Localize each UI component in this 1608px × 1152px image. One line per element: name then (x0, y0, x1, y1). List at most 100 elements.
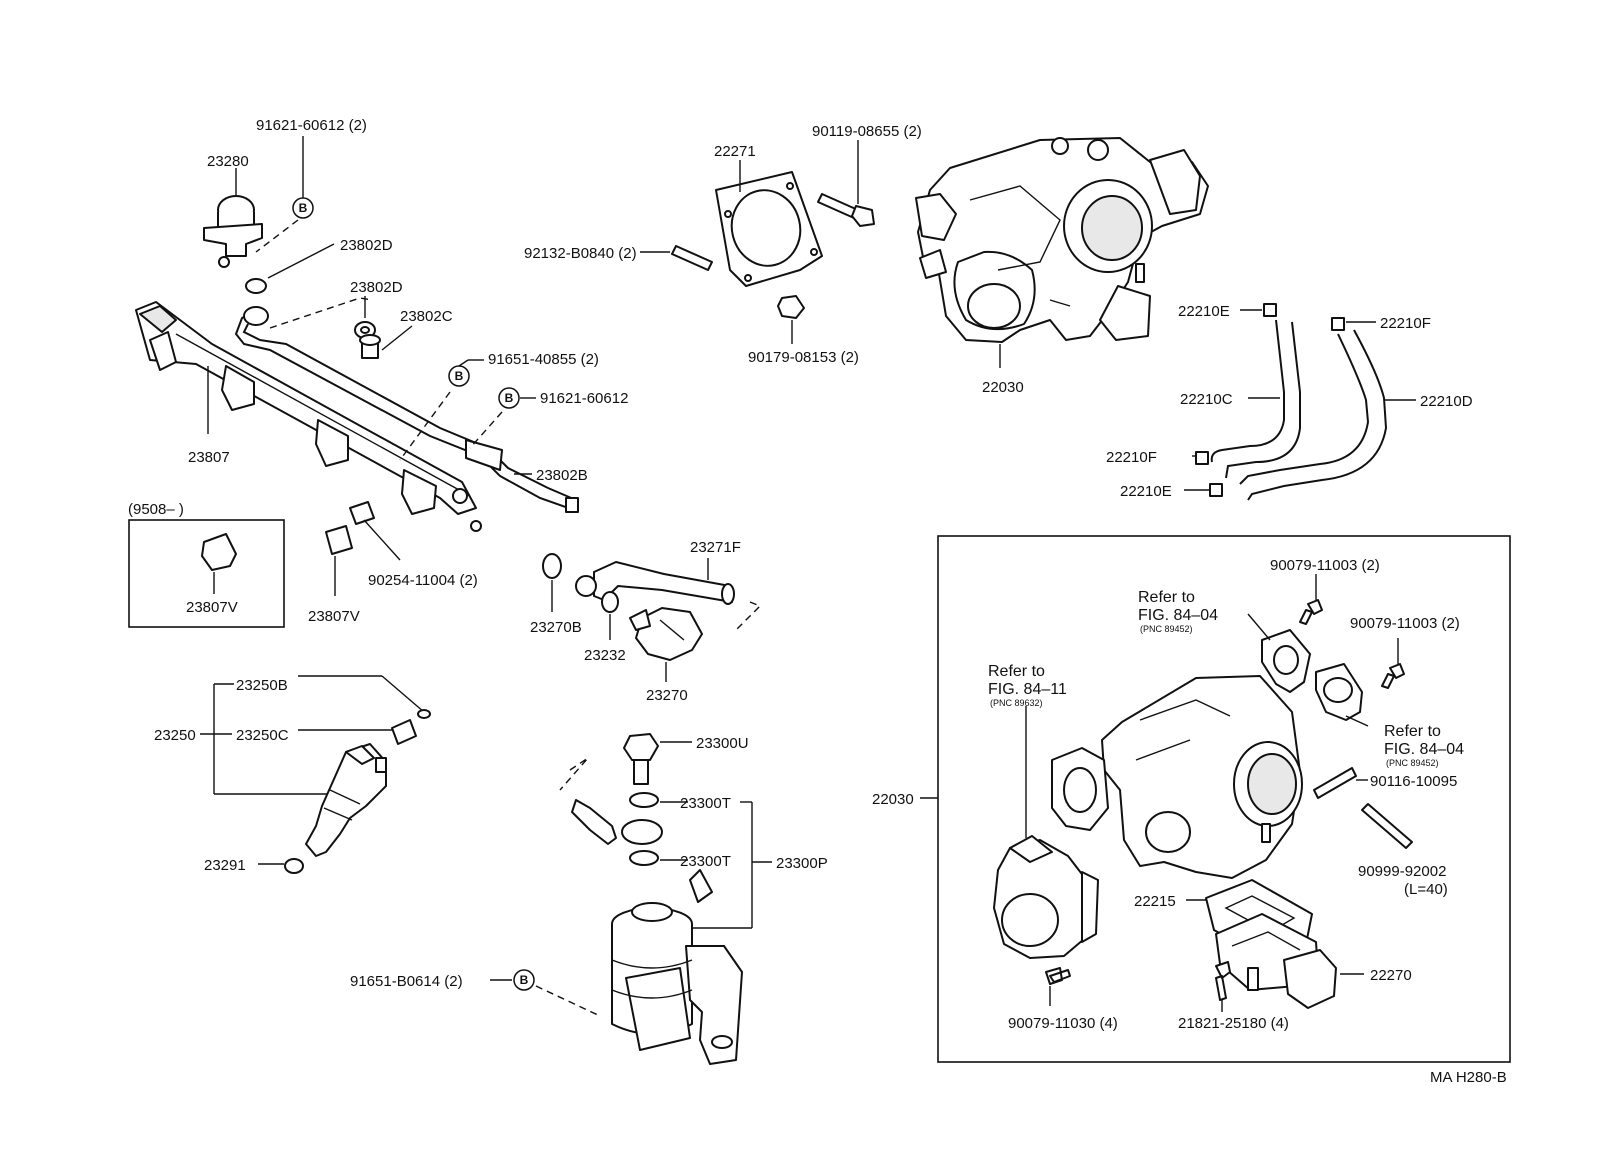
label-92132-B0840: 92132-B0840 (2) (524, 245, 637, 262)
label-90079-11030: 90079-11030 (4) (1008, 1015, 1118, 1032)
label-22270: 22270 (1370, 967, 1412, 984)
clip-22210E-bottom (1209, 483, 1223, 497)
refer-text-3: Refer to (1384, 723, 1441, 740)
screw-90079-11003-b (1381, 663, 1405, 689)
screw-21821 (1215, 961, 1231, 1001)
label-23250: 23250 (154, 727, 196, 744)
refer-pnc-3: (PNC 89452) (1386, 758, 1439, 768)
fuel-injector-icon (305, 743, 387, 857)
union-bolt-23802C (359, 334, 381, 359)
svg-text:B: B (455, 369, 464, 383)
label-22210E-b: 22210E (1120, 483, 1172, 500)
label-90999-length: (L=40) (1404, 881, 1448, 898)
label-23807V-box: 23807V (186, 599, 238, 616)
label-23807: 23807 (188, 449, 230, 466)
label-23280: 23280 (207, 153, 249, 170)
throttle-body-assembly-box (937, 535, 1511, 1063)
bolt-90116 (1313, 767, 1357, 799)
label-23300P: 23300P (776, 855, 828, 872)
circle-marker-b-4: B (513, 969, 535, 991)
idle-speed-control-valve-icon (1215, 913, 1337, 1009)
circle-marker-b-1: B (292, 197, 314, 219)
circle-marker-b-3: B (498, 387, 520, 409)
variant-box (128, 519, 285, 628)
clip-22210F-top (1331, 317, 1345, 331)
label-90079-11003-b: 90079-11003 (2) (1350, 615, 1460, 632)
label-23300T-b: 23300T (680, 853, 731, 870)
refer-text-2: Refer to (988, 663, 1045, 680)
refer-text-1: Refer to (1138, 589, 1195, 606)
label-23300U: 23300U (696, 735, 749, 752)
label-23802D-b: 23802D (350, 279, 403, 296)
screw-90079-11030 (1045, 967, 1071, 985)
gasket-23270B (542, 553, 562, 579)
label-90079-11003-a: 90079-11003 (2) (1270, 557, 1380, 574)
label-23250B: 23250B (236, 677, 288, 694)
throttle-opener-icon (993, 835, 1099, 959)
label-22210C: 22210C (1180, 391, 1233, 408)
label-21821-25180: 21821-25180 (4) (1178, 1015, 1289, 1032)
label-23300T-a: 23300T (680, 795, 731, 812)
label-90999-92002: 90999-92002 (1358, 863, 1446, 880)
label-22271: 22271 (714, 143, 756, 160)
refer-fig-3: FIG. 84–04 (1384, 741, 1464, 758)
svg-text:B: B (505, 391, 514, 405)
svg-text:B: B (299, 201, 308, 215)
screw-90079-11003-a (1299, 599, 1323, 625)
label-90116-10095: 90116-10095 (1370, 773, 1457, 790)
insulator-23291 (284, 858, 304, 874)
gasket-23300T-bottom (629, 850, 659, 866)
throttle-body-icon (915, 137, 1209, 343)
label-90179-08153: 90179-08153 (2) (748, 349, 859, 366)
throttle-body-boxed-icon (1051, 675, 1303, 879)
gasket-23802D-top (245, 278, 267, 294)
label-22030-box: 22030 (872, 791, 914, 808)
label-23250C: 23250C (236, 727, 289, 744)
label-91621-60612-2: 91621-60612 (2) (256, 117, 367, 134)
label-22210E-a: 22210E (1178, 303, 1230, 320)
delivery-pipe-icon (135, 301, 482, 532)
label-23802D-a: 23802D (340, 237, 393, 254)
pressure-regulator-icon (203, 195, 263, 268)
gasket-23300T-top (629, 792, 659, 808)
clip-22210E-top (1263, 303, 1277, 317)
label-90119-08655: 90119-08655 (2) (812, 123, 922, 140)
svg-text:B: B (520, 973, 529, 987)
stud-92132 (671, 245, 713, 271)
label-22215: 22215 (1134, 893, 1176, 910)
label-22210D: 22210D (1420, 393, 1473, 410)
return-pipe-23802B (234, 306, 579, 513)
refer-fig-2: FIG. 84–11 (988, 681, 1067, 698)
hose-icon (1210, 319, 1388, 501)
refer-pnc-2: (PNC 89632) (990, 698, 1043, 708)
illustration-code: MA H280-B (1430, 1069, 1507, 1086)
gasket-23802D-hole (360, 326, 370, 334)
label-91621-60612: 91621-60612 (540, 390, 628, 407)
o-ring-23250B (417, 709, 431, 719)
label-22210F-a: 22210F (1380, 315, 1431, 332)
union-bolt-23300U (623, 733, 659, 785)
refer-fig-1: FIG. 84–04 (1138, 607, 1218, 624)
gasket-icon (715, 171, 823, 287)
label-23802C: 23802C (400, 308, 453, 325)
label-9508: (9508– ) (128, 501, 184, 518)
fuel-pipe-23271F (575, 561, 735, 605)
pin-90999 (1361, 803, 1413, 849)
gasket-23232 (601, 591, 619, 613)
label-91651-B0614: 91651-B0614 (2) (350, 973, 463, 990)
label-90254-11004: 90254-11004 (2) (368, 572, 478, 589)
label-22030-top: 22030 (982, 379, 1024, 396)
fuel-filter-icon (611, 869, 743, 1065)
circle-marker-b-2: B (448, 365, 470, 387)
nut-90179 (777, 295, 805, 319)
insulator-23807V (325, 501, 375, 555)
label-23802B: 23802B (536, 467, 588, 484)
clip-22210F-bottom (1195, 451, 1209, 465)
refer-pnc-1: (PNC 89452) (1140, 624, 1193, 634)
grommet-23250C (391, 719, 417, 745)
label-91651-40855: 91651-40855 (2) (488, 351, 599, 368)
label-23270: 23270 (646, 687, 688, 704)
pulsation-damper-23270 (629, 607, 703, 661)
label-23232: 23232 (584, 647, 626, 664)
